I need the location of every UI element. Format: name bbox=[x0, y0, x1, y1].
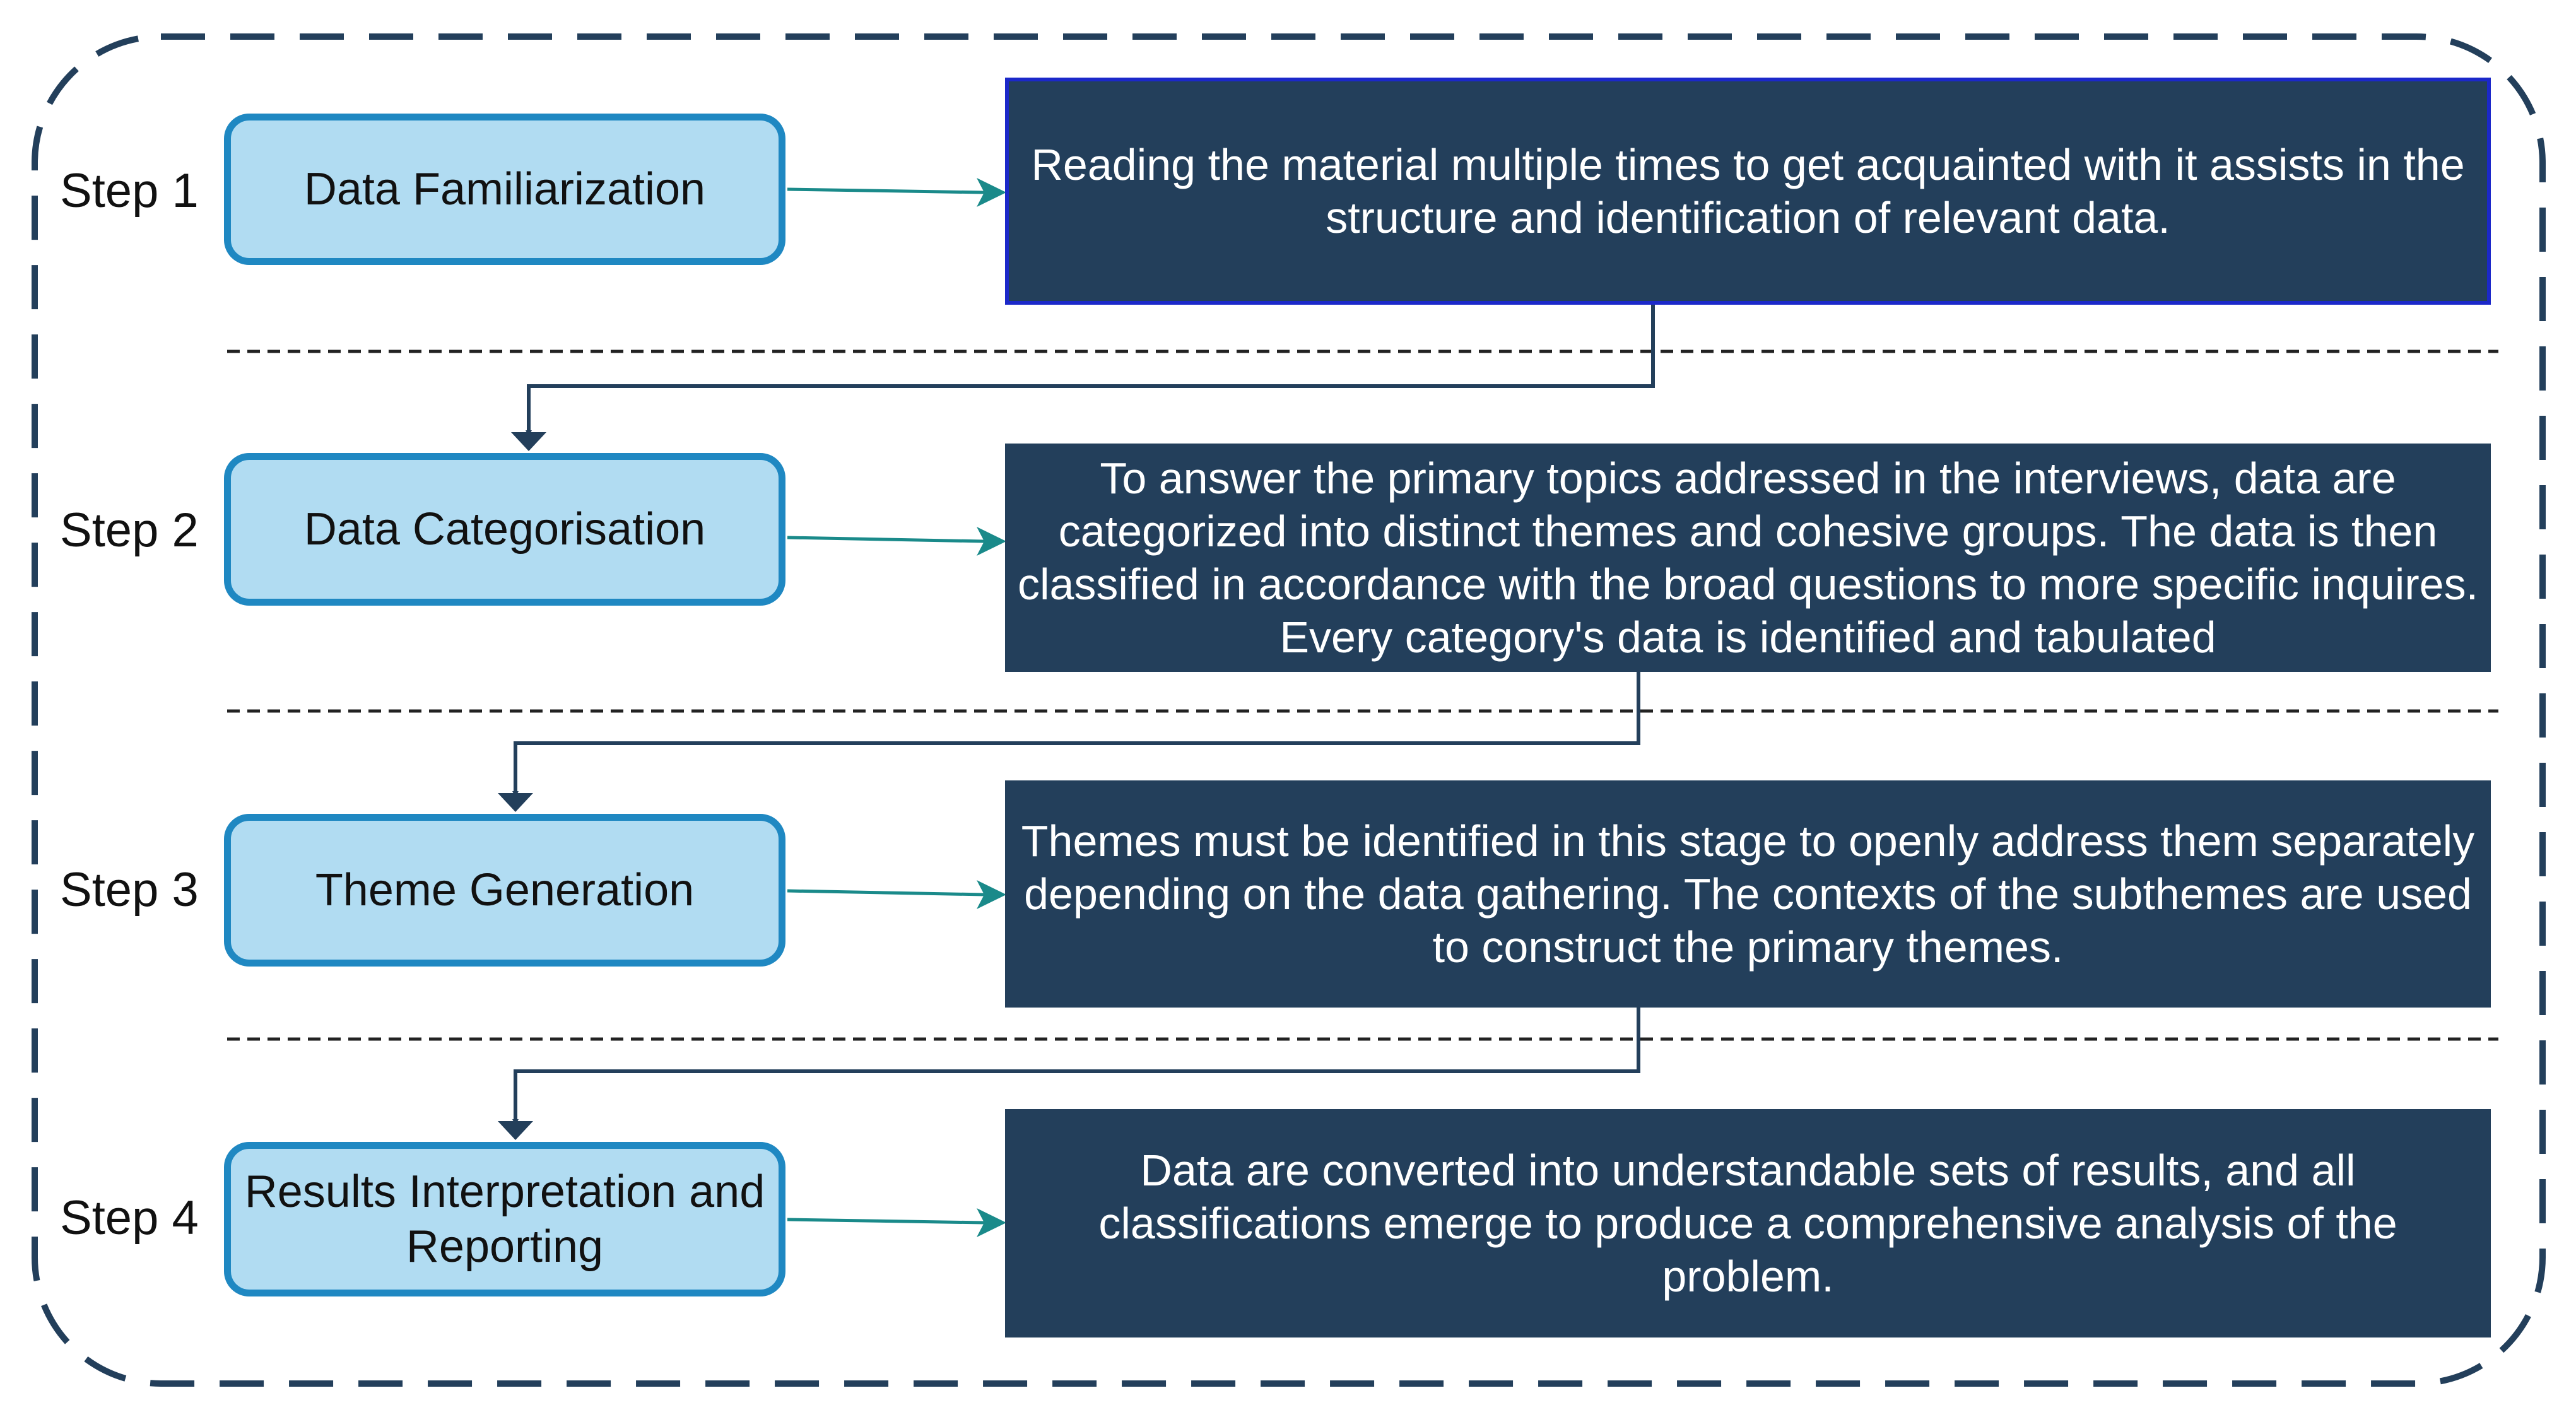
arrow-step4-head bbox=[977, 1208, 1006, 1237]
connector-arrowhead bbox=[498, 1121, 533, 1140]
step-2-description: To answer the primary topics addressed i… bbox=[1005, 444, 2491, 672]
arrow-step1-to-desc bbox=[787, 187, 985, 194]
step-4-label: Step 4 bbox=[60, 1190, 199, 1245]
arrow-step4-to-desc bbox=[787, 1218, 985, 1225]
step-4-box: Results Interpretation and Reporting bbox=[224, 1142, 785, 1296]
arrow-step3-to-desc bbox=[787, 889, 985, 896]
connector-arrowhead bbox=[498, 793, 533, 812]
connector-arrowhead bbox=[511, 432, 546, 451]
step-3-description: Themes must be identified in this stage … bbox=[1005, 780, 2491, 1008]
connector-step1-to-step2 bbox=[526, 303, 1655, 437]
arrow-step1-head bbox=[977, 178, 1006, 207]
step-1-box: Data Familiarization bbox=[224, 114, 785, 265]
step-4-description: Data are converted into understandable s… bbox=[1005, 1109, 2491, 1337]
step-1-description: Reading the material multiple times to g… bbox=[1005, 78, 2491, 305]
connector-step3-to-step4 bbox=[512, 1005, 1640, 1126]
arrow-step2-to-desc bbox=[787, 536, 985, 543]
arrow-step3-head bbox=[977, 880, 1006, 909]
connector-step2-to-step3 bbox=[512, 670, 1640, 797]
step-3-label: Step 3 bbox=[60, 862, 199, 917]
step-2-box: Data Categorisation bbox=[224, 453, 785, 606]
arrow-step2-head bbox=[977, 527, 1006, 556]
outer-dashed-frame bbox=[32, 33, 2546, 1387]
step-3-box: Theme Generation bbox=[224, 814, 785, 967]
step-2-label: Step 2 bbox=[60, 503, 199, 557]
step-1-label: Step 1 bbox=[60, 163, 199, 218]
